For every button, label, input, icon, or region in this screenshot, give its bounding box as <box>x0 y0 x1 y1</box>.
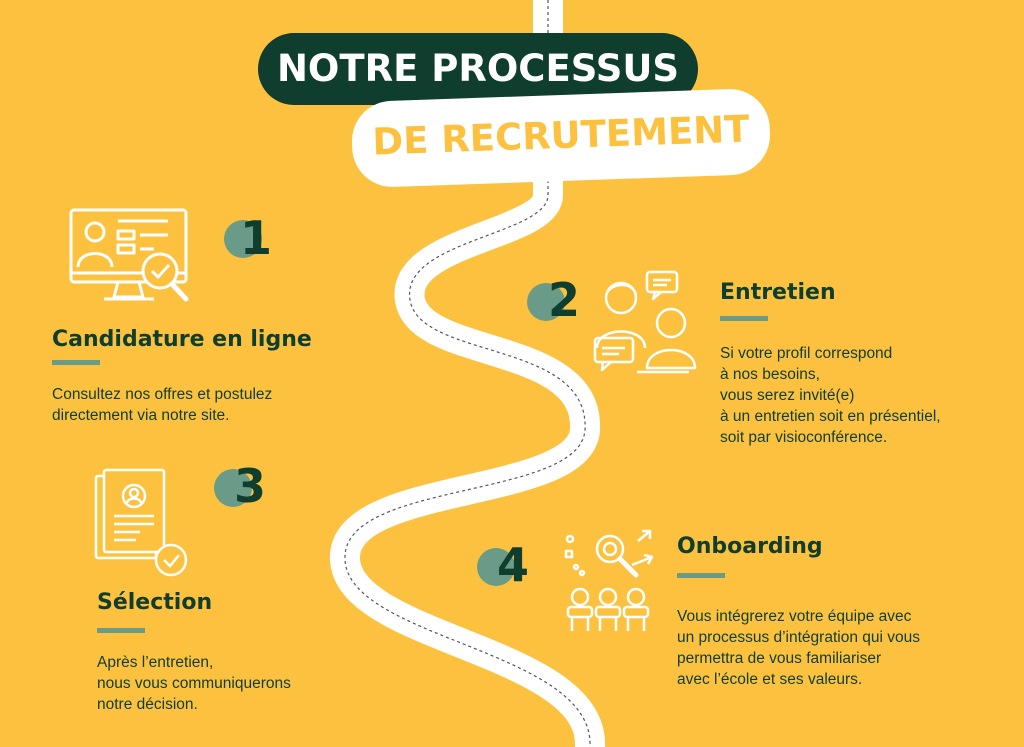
step-4-dot <box>477 548 515 586</box>
step-1-description: Consultez nos offres et postulez directe… <box>52 386 273 424</box>
step-1-dot <box>224 220 262 258</box>
step-2-dot <box>527 283 565 321</box>
step-2-underline <box>720 316 768 321</box>
step-4-title: Onboarding <box>677 534 823 559</box>
step-3-title: Sélection <box>97 590 213 615</box>
step-4-number: 4 <box>497 538 530 592</box>
step-4-description: Vous intégrerez votre équipe avec un pro… <box>677 608 920 688</box>
step-1-title: Candidature en ligne <box>52 327 312 352</box>
step-2-number: 2 <box>548 273 581 327</box>
computer-profile-check-icon <box>69 208 189 302</box>
step-2-description: Si votre profil correspond à nos besoins… <box>720 345 941 446</box>
step-1-number: 1 <box>240 211 273 265</box>
step-4-underline <box>677 573 725 578</box>
subtitle-pill: DE RECRUTEMENT <box>350 87 772 189</box>
step-1-underline <box>52 360 100 365</box>
step-2-title: Entretien <box>720 280 836 305</box>
step-3-description: Après l’entretien, nous vous communiquer… <box>97 654 291 713</box>
interview-chat-icon <box>593 270 697 374</box>
team-search-icon <box>564 529 654 631</box>
document-profile-check-icon <box>94 468 188 577</box>
step-3-underline <box>97 628 145 633</box>
step-3-number: 3 <box>234 459 267 513</box>
step-3-dot <box>214 469 252 507</box>
